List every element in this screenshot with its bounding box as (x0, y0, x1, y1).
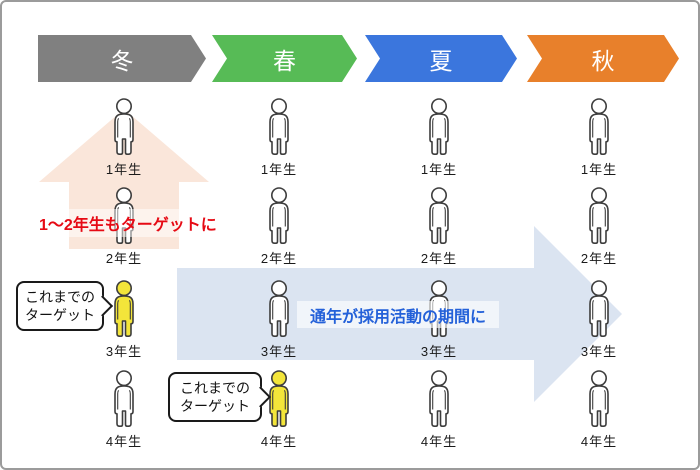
bubble-pointer-icon (249, 386, 272, 408)
season-chevron-summer: 夏 (365, 35, 517, 82)
standing-person-icon (114, 280, 134, 337)
grade-label: 4年生 (420, 434, 458, 449)
standing-person-icon (269, 98, 289, 155)
grade-label: 3年生 (105, 344, 143, 359)
person-icon-highlighted: 3年生 (74, 280, 174, 360)
grade-label: 4年生 (580, 434, 618, 449)
season-label-autumn: 秋 (591, 47, 615, 74)
standing-person-icon (589, 98, 609, 155)
bubble-pointer-icon (91, 295, 114, 317)
standing-person-icon (429, 98, 449, 155)
grade-label: 1年生 (420, 162, 458, 177)
speech-bubble-winter-3rd-year: これまでの ターゲット (16, 281, 114, 331)
season-chevron-spring: 春 (212, 35, 357, 82)
person-icon: 1年生 (549, 98, 649, 178)
bubble-line: これまでの (25, 288, 95, 305)
grade-label: 4年生 (260, 434, 298, 449)
season-label-winter: 冬 (110, 47, 134, 74)
standing-person-icon (114, 370, 134, 427)
person-icon: 1年生 (389, 98, 489, 178)
bubble-line: これまでの (180, 379, 250, 396)
right-arrow-label: 通年が採用活動の期間に (297, 301, 499, 328)
up-arrow-label: 1〜2年生もターゲットに (35, 209, 221, 237)
person-icon: 1年生 (229, 98, 329, 178)
speech-bubble-spring-4th-year: これまでの ターゲット (168, 372, 272, 422)
bubble-line: ターゲット (25, 307, 95, 323)
grade-label: 2年生 (105, 251, 143, 266)
grade-label: 4年生 (105, 434, 143, 449)
season-label-summer: 夏 (429, 47, 453, 74)
grade-label: 1年生 (580, 162, 618, 177)
season-chevron-winter: 冬 (38, 35, 206, 82)
bubble-line: ターゲット (180, 398, 250, 414)
grade-label: 1年生 (260, 162, 298, 177)
season-chevron-autumn: 秋 (527, 35, 679, 82)
person-icon: 4年生 (74, 370, 174, 450)
season-label-spring: 春 (273, 47, 296, 74)
